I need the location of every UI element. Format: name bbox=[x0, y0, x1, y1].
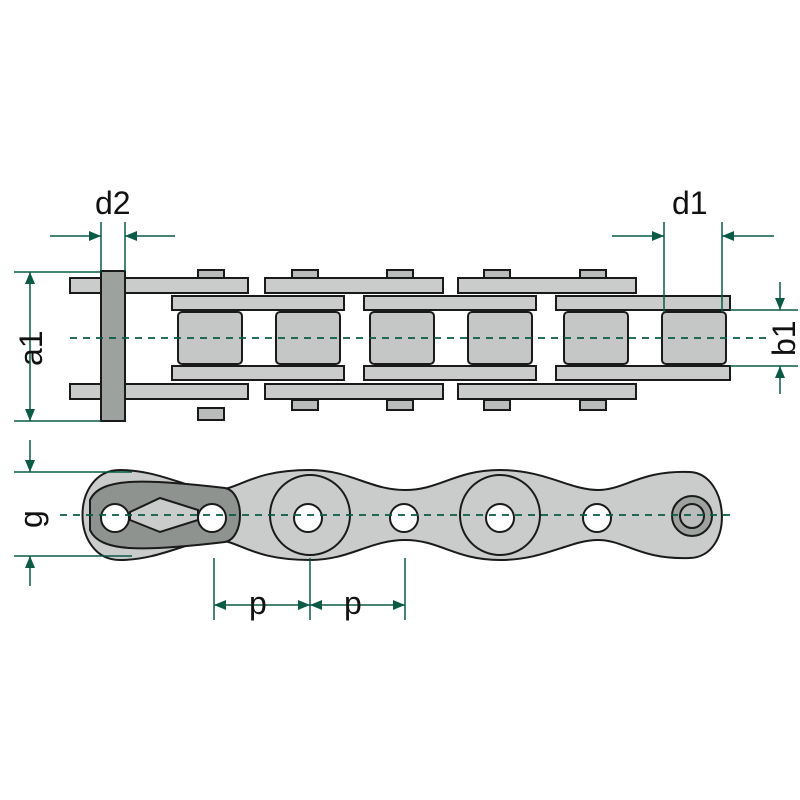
dimension-d1: d1 bbox=[612, 185, 774, 312]
dimension-p: p p bbox=[213, 558, 406, 621]
dimension-d2: d2 bbox=[50, 185, 175, 271]
outer-plates-top bbox=[69, 277, 637, 294]
dimension-b1: b1 bbox=[730, 282, 800, 394]
end-pin bbox=[679, 503, 705, 529]
inner-plates-top bbox=[171, 295, 731, 311]
label-d1: d1 bbox=[672, 185, 708, 221]
label-a1: a1 bbox=[13, 330, 49, 366]
pin-hole bbox=[100, 503, 130, 533]
dimension-g: g bbox=[13, 440, 132, 586]
chain-top-view bbox=[69, 269, 772, 422]
pin-hole bbox=[293, 503, 323, 533]
pin-hole bbox=[485, 503, 515, 533]
dimension-a1: a1 bbox=[13, 271, 101, 422]
chain-side-view bbox=[60, 468, 735, 562]
connecting-pin bbox=[100, 270, 126, 422]
outer-plates-bottom bbox=[69, 383, 637, 400]
pin-hole bbox=[389, 503, 419, 533]
label-p-second: p bbox=[344, 585, 362, 621]
label-b1: b1 bbox=[766, 320, 800, 356]
pin-hole bbox=[197, 503, 227, 533]
pin-hole bbox=[582, 503, 612, 533]
label-g: g bbox=[13, 510, 49, 528]
label-d2: d2 bbox=[95, 185, 131, 221]
label-p-first: p bbox=[249, 585, 267, 621]
inner-plates-bottom bbox=[171, 365, 731, 381]
